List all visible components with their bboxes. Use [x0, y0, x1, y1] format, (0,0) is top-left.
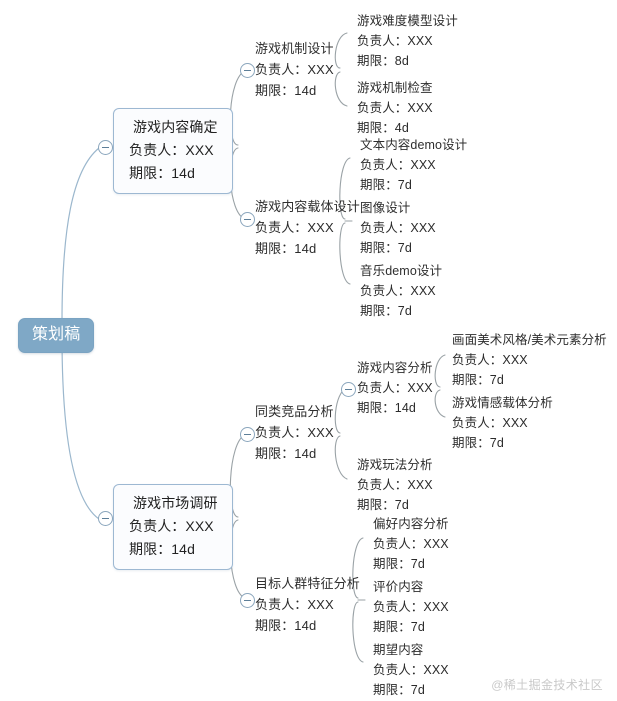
node-art-style-owner: 负责人：XXX	[452, 353, 528, 367]
node-image-design-deadline: 期限：7d	[360, 241, 412, 255]
node-image-design-title: 图像设计	[360, 201, 411, 215]
node-competitor-title: 同类竞品分析	[255, 404, 334, 419]
node-audience-title: 目标人群特征分析	[255, 576, 360, 591]
node-competitor-deadline: 期限：14d	[255, 446, 317, 461]
node-audience-owner: 负责人：XXX	[255, 597, 334, 612]
node-content-deadline: 期限：14d	[129, 165, 195, 181]
node-content-analysis[interactable]: 游戏内容分析 负责人：XXX 期限：14d	[357, 358, 433, 418]
node-gameplay-analysis-title: 游戏玩法分析	[357, 458, 433, 472]
node-market[interactable]: 游戏市场调研 负责人：XXX 期限：14d	[113, 484, 233, 570]
toggle-content[interactable]	[98, 140, 113, 155]
node-image-design-owner: 负责人：XXX	[360, 221, 436, 235]
node-mechanism-deadline: 期限：14d	[255, 83, 317, 98]
link-root-market	[61, 335, 100, 520]
node-content[interactable]: 游戏内容确定 负责人：XXX 期限：14d	[113, 108, 233, 194]
node-art-style-title: 画面美术风格/美术元素分析	[452, 333, 607, 347]
root-node-title: 策划稿	[32, 326, 81, 343]
toggle-competitor[interactable]	[240, 427, 255, 442]
node-music-demo-owner: 负责人：XXX	[360, 284, 436, 298]
node-carrier-title: 游戏内容载体设计	[255, 199, 360, 214]
node-expectation-owner: 负责人：XXX	[373, 663, 449, 677]
node-music-demo-deadline: 期限：7d	[360, 304, 412, 318]
toggle-content-analysis[interactable]	[341, 382, 356, 397]
toggle-audience[interactable]	[240, 593, 255, 608]
node-content-owner: 负责人：XXX	[129, 142, 214, 158]
node-mechanism-check-title: 游戏机制检查	[357, 81, 433, 95]
node-content-title: 游戏内容确定	[133, 119, 218, 135]
node-emotion-carrier-owner: 负责人：XXX	[452, 416, 528, 430]
link-content-art	[434, 354, 446, 388]
link-competitor-gameplay	[334, 435, 348, 480]
node-difficulty-model[interactable]: 游戏难度模型设计 负责人：XXX 期限：8d	[357, 11, 458, 71]
root-node[interactable]: 策划稿	[18, 318, 95, 353]
node-expectation-title: 期望内容	[373, 643, 424, 657]
node-art-style[interactable]: 画面美术风格/美术元素分析 负责人：XXX 期限：7d	[452, 330, 607, 390]
node-carrier[interactable]: 游戏内容载体设计 负责人：XXX 期限：14d	[255, 196, 360, 259]
node-image-design[interactable]: 图像设计 负责人：XXX 期限：7d	[360, 198, 436, 258]
node-mechanism-owner: 负责人：XXX	[255, 62, 334, 77]
toggle-mechanism[interactable]	[240, 63, 255, 78]
toggle-carrier[interactable]	[240, 212, 255, 227]
node-audience-deadline: 期限：14d	[255, 618, 317, 633]
node-text-demo[interactable]: 文本内容demo设计 负责人：XXX 期限：7d	[360, 135, 467, 195]
node-difficulty-model-owner: 负责人：XXX	[357, 34, 433, 48]
watermark: @稀土掘金技术社区	[491, 678, 603, 692]
node-preference-title: 偏好内容分析	[373, 517, 449, 531]
node-review-deadline: 期限：7d	[373, 620, 425, 634]
node-content-analysis-owner: 负责人：XXX	[357, 381, 433, 395]
node-preference[interactable]: 偏好内容分析 负责人：XXX 期限：7d	[373, 514, 449, 574]
node-audience[interactable]: 目标人群特征分析 负责人：XXX 期限：14d	[255, 573, 360, 636]
node-competitor[interactable]: 同类竞品分析 负责人：XXX 期限：14d	[255, 401, 334, 464]
node-mechanism-check[interactable]: 游戏机制检查 负责人：XXX 期限：4d	[357, 78, 433, 138]
toggle-market[interactable]	[98, 511, 113, 526]
node-difficulty-model-deadline: 期限：8d	[357, 54, 409, 68]
node-competitor-owner: 负责人：XXX	[255, 425, 334, 440]
node-music-demo-title: 音乐demo设计	[360, 264, 443, 278]
node-text-demo-deadline: 期限：7d	[360, 178, 412, 192]
node-mechanism[interactable]: 游戏机制设计 负责人：XXX 期限：14d	[255, 38, 334, 101]
node-review[interactable]: 评价内容 负责人：XXX 期限：7d	[373, 577, 449, 637]
node-preference-deadline: 期限：7d	[373, 557, 425, 571]
node-difficulty-model-title: 游戏难度模型设计	[357, 14, 458, 28]
node-market-title: 游戏市场调研	[133, 495, 218, 511]
link-content-emotion	[434, 389, 446, 418]
node-emotion-carrier-title: 游戏情感载体分析	[452, 396, 553, 410]
node-gameplay-analysis[interactable]: 游戏玩法分析 负责人：XXX 期限：7d	[357, 455, 433, 515]
node-carrier-owner: 负责人：XXX	[255, 220, 334, 235]
node-mechanism-check-deadline: 期限：4d	[357, 121, 409, 135]
node-mechanism-check-owner: 负责人：XXX	[357, 101, 433, 115]
node-text-demo-owner: 负责人：XXX	[360, 158, 436, 172]
node-market-deadline: 期限：14d	[129, 541, 195, 557]
node-content-analysis-title: 游戏内容分析	[357, 361, 433, 375]
node-expectation-deadline: 期限：7d	[373, 683, 425, 697]
node-gameplay-analysis-owner: 负责人：XXX	[357, 478, 433, 492]
node-emotion-carrier[interactable]: 游戏情感载体分析 负责人：XXX 期限：7d	[452, 393, 553, 453]
node-gameplay-analysis-deadline: 期限：7d	[357, 498, 409, 512]
node-text-demo-title: 文本内容demo设计	[360, 138, 468, 152]
node-review-owner: 负责人：XXX	[373, 600, 449, 614]
node-content-analysis-deadline: 期限：14d	[357, 401, 416, 415]
link-mechanism-difficulty	[334, 32, 348, 69]
node-expectation[interactable]: 期望内容 负责人：XXX 期限：7d	[373, 640, 449, 700]
node-market-owner: 负责人：XXX	[129, 518, 214, 534]
node-preference-owner: 负责人：XXX	[373, 537, 449, 551]
link-mechanism-check	[334, 71, 348, 107]
node-emotion-carrier-deadline: 期限：7d	[452, 436, 504, 450]
node-review-title: 评价内容	[373, 580, 424, 594]
node-music-demo[interactable]: 音乐demo设计 负责人：XXX 期限：7d	[360, 261, 442, 321]
node-mechanism-title: 游戏机制设计	[255, 41, 334, 56]
link-root-content	[61, 147, 100, 323]
node-carrier-deadline: 期限：14d	[255, 241, 317, 256]
node-art-style-deadline: 期限：7d	[452, 373, 504, 387]
